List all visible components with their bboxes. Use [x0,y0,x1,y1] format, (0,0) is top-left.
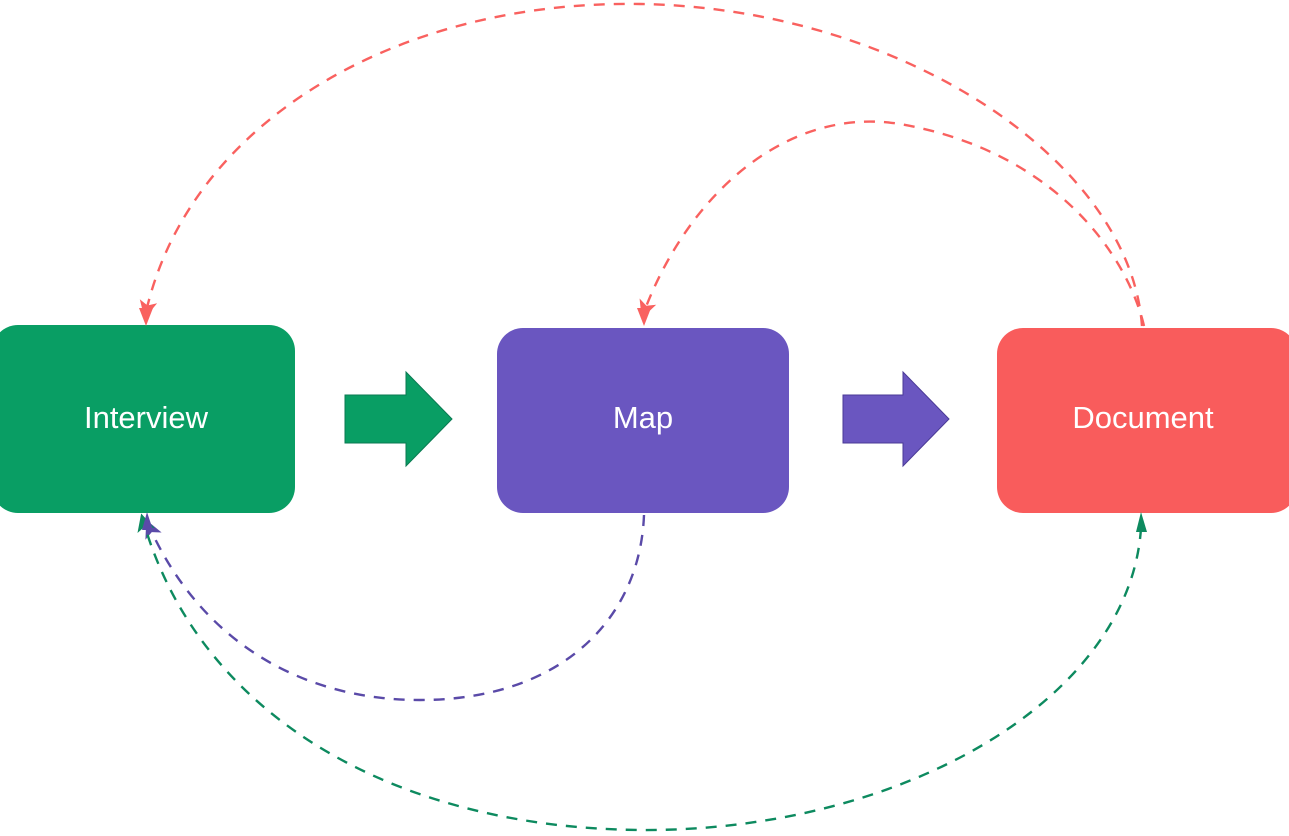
node-document-shape [997,328,1289,513]
edge-document-to-map-top [639,120,1146,327]
edge-interview-to-document-bottom [137,513,1143,832]
block-arrow-map-to-document[interactable] [842,370,950,468]
arrowhead-interview-top-icon [139,308,153,326]
edge-map-to-interview-bottom [145,514,646,702]
arrowhead-document-bottom-icon [1136,512,1147,532]
feedback-edges-group [137,2,1146,832]
block-arrow-interview-to-map[interactable] [344,370,453,468]
arrowhead-map-top-icon [637,308,651,326]
node-interview[interactable]: Interview [0,325,295,513]
arrowhead-interview-bottom-icon [142,512,153,530]
node-interview-shape [0,325,295,513]
node-interview-label: Interview [84,400,209,435]
node-map-label: Map [613,400,673,435]
node-map[interactable]: Map [497,328,789,513]
edge-document-to-interview-top [139,2,1144,327]
node-map-shape [497,328,789,513]
node-document[interactable]: Document [997,328,1289,513]
edge-arrowhead-overlay-group [139,308,1147,532]
node-document-label: Document [1072,400,1214,435]
block-arrows-group [344,370,950,468]
